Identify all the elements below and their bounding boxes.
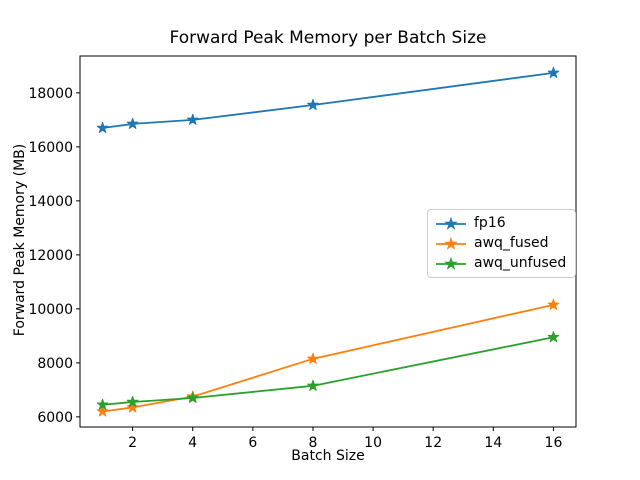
y-tick-label: 18000 [28, 86, 73, 102]
series-line-fp16 [101, 71, 555, 129]
legend-label: awq_unfused [474, 255, 567, 271]
x-tick-label: 12 [424, 435, 442, 451]
y-tick-label: 6000 [37, 410, 73, 426]
data-point-marker-awq_unfused [96, 398, 109, 410]
data-point-marker-awq_unfused [547, 331, 560, 343]
chart-title: Forward Peak Memory per Batch Size [169, 28, 487, 48]
legend-label: fp16 [474, 215, 506, 231]
legend-item-awq_fused: awq_fused [435, 234, 566, 253]
y-axis-label: Forward Peak Memory (MB) [12, 143, 28, 337]
series-line-awq_fused [101, 303, 555, 413]
legend-label: awq_fused [474, 235, 549, 251]
y-tick-label: 14000 [28, 194, 73, 210]
x-tick-label: 6 [248, 435, 257, 451]
legend-line-swatch [436, 216, 466, 230]
x-tick-label: 10 [364, 435, 382, 451]
legend: fp16 awq_fused awq_unfused [427, 209, 577, 278]
star-marker-icon [444, 256, 458, 270]
series-line-awq_unfused [101, 336, 555, 406]
data-point-marker-fp16 [126, 117, 139, 129]
data-point-marker-awq_unfused [126, 395, 139, 408]
data-point-marker-fp16 [307, 98, 319, 111]
data-point-marker-awq_fused [307, 352, 319, 364]
x-tick-label: 2 [128, 435, 137, 451]
x-axis-label: Batch Size [291, 448, 365, 464]
legend-item-awq_unfused: awq_unfused [435, 254, 566, 273]
legend-line-swatch [436, 236, 466, 250]
data-point-marker-fp16 [547, 66, 560, 78]
data-point-marker-awq_unfused [186, 391, 199, 403]
data-point-marker-awq_fused [96, 405, 109, 417]
legend-line-swatch [436, 256, 466, 270]
legend-item-fp16: fp16 [435, 214, 566, 233]
x-tick-label: 14 [484, 435, 502, 451]
y-tick-label: 12000 [28, 248, 73, 264]
data-point-marker-awq_unfused [307, 379, 319, 391]
y-tick-label: 8000 [37, 356, 73, 372]
x-tick-label: 4 [188, 435, 197, 451]
data-point-marker-awq_fused [547, 298, 560, 310]
x-tick-label: 8 [309, 435, 318, 451]
data-point-marker-fp16 [186, 113, 199, 125]
y-tick-label: 10000 [28, 302, 73, 318]
star-marker-icon [444, 236, 458, 250]
star-marker-icon [444, 216, 458, 230]
y-tick-label: 16000 [28, 140, 73, 156]
x-tick-label: 16 [545, 435, 563, 451]
data-point-marker-awq_fused [126, 401, 139, 413]
data-point-marker-fp16 [96, 121, 109, 133]
